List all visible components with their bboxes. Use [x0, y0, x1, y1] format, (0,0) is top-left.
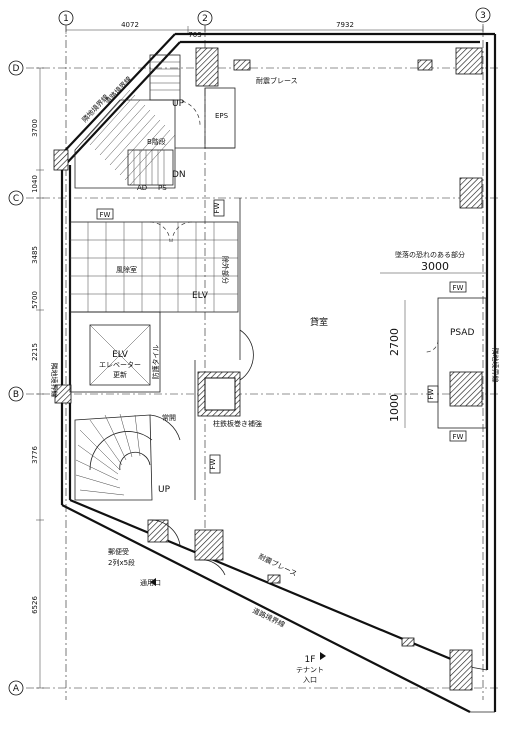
grid-row-b: B	[8, 386, 24, 402]
label-neighbor-left: 隣地境界線	[50, 363, 59, 398]
fw-labels: FW FW FW FW FW FW	[96, 199, 467, 474]
dim-left-4: 5700	[31, 291, 39, 309]
label-open-usual: 常開	[162, 413, 176, 422]
grid-column-1: 1	[58, 10, 74, 26]
wind-room	[69, 221, 239, 313]
label-dn: DN	[172, 170, 186, 180]
exterior-walls	[57, 32, 497, 713]
label-stair-b: B階段	[147, 137, 166, 146]
label-up-1: UP	[172, 99, 185, 109]
grid-row-a: A	[8, 680, 24, 696]
grid-row-b-label: B	[13, 390, 19, 400]
label-floor: 更新	[113, 370, 127, 379]
grid-row-a-label: A	[13, 684, 20, 694]
fw-label-2: FW	[213, 202, 221, 213]
tenant-entry-arrow-icon	[320, 652, 326, 660]
grid-row-d-label: D	[13, 64, 20, 74]
fw-label-6: FW	[453, 433, 464, 441]
dim-span: 3000	[421, 260, 449, 273]
dimension-lines	[36, 26, 484, 689]
label-service-entry: 通用口	[140, 578, 161, 587]
label-wind-room: 風除室	[116, 265, 137, 274]
label-tenant-entry: テナント	[296, 666, 324, 674]
dim-left-7: 6526	[31, 596, 39, 614]
grid-column-3-label: 3	[480, 11, 486, 21]
label-flush-box: 防護タイル	[151, 345, 160, 380]
elevator-shaft	[69, 311, 254, 393]
grid-column-3: 3	[475, 7, 491, 23]
label-ps: PS	[158, 184, 167, 192]
fw-label-5: FW	[427, 388, 435, 399]
grid-column-2: 2	[197, 10, 213, 26]
dim-left-2: 1040	[31, 175, 39, 193]
grid-row-c: C	[8, 190, 24, 206]
grid-column-2-label: 2	[202, 14, 208, 24]
label-fall-risk: 墜落の恐れのある部分	[395, 250, 465, 259]
grid-column-1-label: 1	[63, 14, 69, 24]
dim-left-6: 3776	[31, 446, 39, 464]
label-road-boundary-top: 道路境界線	[103, 74, 133, 106]
dim-left-5: 2215	[31, 343, 39, 361]
dim-left-3: 3485	[31, 246, 39, 264]
label-mailbox: 郵便受	[108, 547, 129, 556]
label-floor-1f: 1F	[305, 655, 316, 665]
label-pillar-note: 柱鉄板巻き補強	[213, 419, 262, 428]
label-tenant: 貸室	[310, 316, 328, 328]
grid-row-d: D	[8, 60, 24, 76]
stair-b	[74, 54, 181, 189]
fw-label-4: FW	[453, 284, 464, 292]
columns	[53, 47, 483, 691]
label-elv: ELV	[192, 291, 209, 301]
dim-vert-1: 2700	[388, 328, 401, 356]
dim-vert-2: 1000	[388, 394, 401, 422]
spiral-stair	[74, 360, 196, 501]
service-entry-arrow-icon	[150, 578, 156, 586]
label-exclusion: 除外部分	[221, 256, 230, 284]
psad-box	[424, 297, 487, 429]
label-entrance: 入口	[303, 676, 317, 684]
label-up-2: UP	[158, 485, 171, 495]
label-elevator: エレベーター	[99, 360, 141, 369]
label-psad: PSAD	[450, 328, 474, 338]
dim-left-1: 3700	[31, 119, 39, 137]
label-mailbox-spec: 2列x5段	[108, 558, 135, 567]
dim-top-right: 7932	[336, 21, 354, 29]
label-brace-bottom: 耐震ブレース	[257, 552, 298, 578]
label-ad: AD	[137, 184, 147, 192]
dim-top-left: 4072	[121, 21, 139, 29]
label-elv-box: ELV	[112, 350, 129, 360]
grid-bubbles: 1 2 3 D C B A	[8, 7, 491, 696]
label-neighbor-right: 隣地境界線	[491, 348, 500, 383]
grid-row-c-label: C	[13, 194, 19, 204]
fw-label-3: FW	[209, 458, 217, 469]
label-eps: EPS	[215, 112, 229, 120]
label-brace-top: 耐震ブレース	[256, 76, 298, 85]
fw-label-1: FW	[100, 211, 111, 219]
